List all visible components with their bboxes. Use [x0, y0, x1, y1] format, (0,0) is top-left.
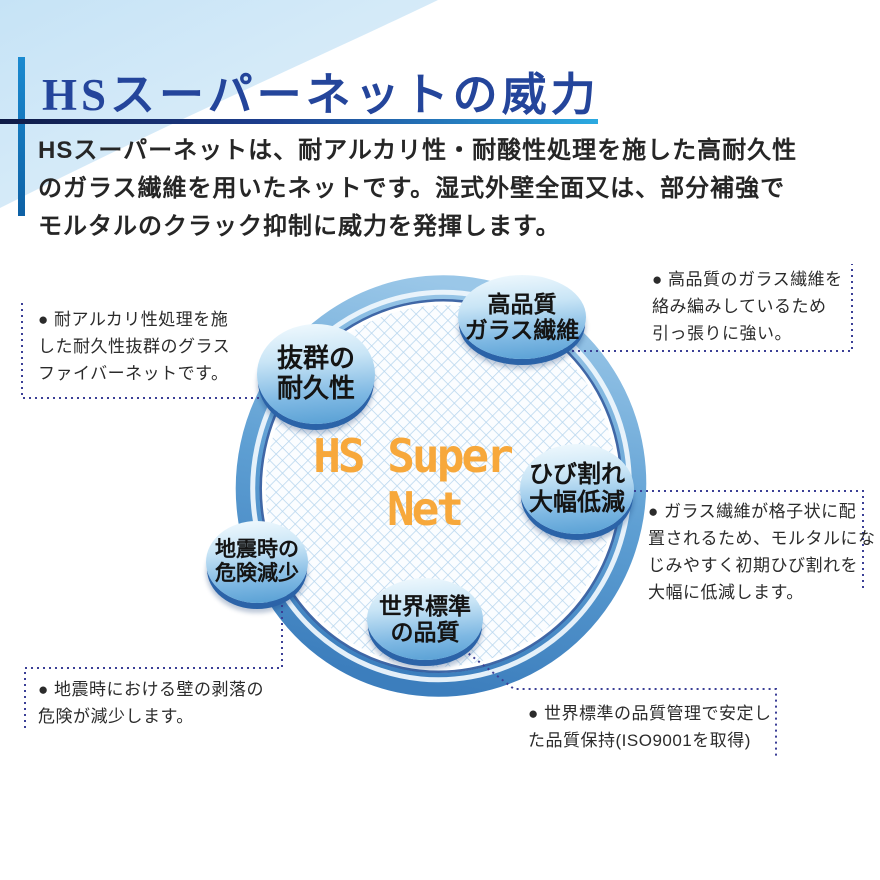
callout-line: ● 地震時における壁の剥落の — [38, 680, 264, 699]
bubble-label-line: 世界標準 — [379, 592, 471, 619]
bubble-label-line: 高品質 — [487, 290, 557, 317]
connector-mortar — [634, 490, 864, 591]
connector-tensile — [560, 264, 853, 352]
product-logo-line2: Net — [386, 482, 464, 536]
feature-bubble-quality-fiber: 高品質 ガラス繊維 — [458, 275, 586, 359]
callout-line: ● 高品質のガラス繊維を — [652, 270, 843, 289]
bubble-label-line: 地震時の — [215, 537, 299, 561]
bubble-label-line: ひび割れ — [529, 461, 625, 489]
callout-line: ファイバーネットです。 — [38, 364, 229, 383]
callout-line: 危険が減少します。 — [38, 707, 194, 726]
description-line: のガラス繊維を用いたネットです。湿式外壁全面又は、部分補強で — [38, 175, 786, 202]
callout-line: 絡み編みしているため — [652, 297, 827, 316]
callout-line: 大幅に低減します。 — [648, 583, 804, 602]
connector-alkali — [21, 303, 264, 399]
callout-line: ● ガラス繊維が格子状に配 — [648, 502, 857, 521]
callout-alkali-resistant: ● 耐アルカリ性処理を施 した耐久性抜群のグラス ファイバーネットです。 — [38, 306, 230, 387]
description-line: モルタルのクラック抑制に威力を発揮します。 — [38, 213, 561, 240]
callout-iso-quality: ● 世界標準の品質管理で安定し た品質保持(ISO9001を取得) — [528, 700, 772, 754]
callout-earthquake-risk: ● 地震時における壁の剥落の 危険が減少します。 — [38, 676, 264, 730]
feature-bubble-durability: 抜群の 耐久性 — [257, 324, 375, 424]
connector-iso — [463, 649, 777, 756]
bubble-label-line: 危険減少 — [215, 562, 299, 585]
bubble-label-line: 抜群の — [276, 343, 355, 374]
callout-mortar-crack: ● ガラス繊維が格子状に配 置されるため、モルタルにな じみやすく初期ひび割れを… — [648, 498, 876, 606]
callout-line: ● 世界標準の品質管理で安定し — [528, 704, 772, 723]
header-background-triangle — [0, 0, 438, 208]
callout-line: 引っ張りに強い。 — [652, 324, 792, 343]
bubble-label-line: 大幅低減 — [529, 489, 625, 516]
header-accent-bar — [18, 57, 25, 216]
callout-line: じみやすく初期ひび割れを — [648, 556, 858, 575]
callout-tensile-strength: ● 高品質のガラス繊維を 絡み編みしているため 引っ張りに強い。 — [652, 266, 843, 347]
page-title: HSスーパーネットの威力 — [42, 70, 600, 120]
product-logo-line1: HS Super — [313, 429, 514, 483]
callout-line: した耐久性抜群のグラス — [38, 337, 231, 356]
feature-bubble-world-standard: 世界標準 の品質 — [367, 578, 483, 660]
feature-bubble-crack-reduction: ひび割れ 大幅低減 — [520, 444, 634, 534]
bubble-label-line: の品質 — [390, 619, 460, 645]
description-line: HSスーパーネットは、耐アルカリ性・耐酸性処理を施した高耐久性 — [38, 137, 798, 164]
title-underline — [0, 119, 598, 124]
callout-line: ● 耐アルカリ性処理を施 — [38, 310, 229, 329]
callout-line: 置されるため、モルタルにな — [648, 529, 876, 548]
callout-line: た品質保持(ISO9001を取得) — [528, 731, 751, 750]
product-description: HSスーパーネットは、耐アルカリ性・耐酸性処理を施した高耐久性 のガラス繊維を用… — [38, 132, 797, 246]
bubble-label-line: 耐久性 — [276, 373, 355, 403]
feature-bubble-earthquake: 地震時の 危険減少 — [206, 521, 308, 603]
bubble-label-line: ガラス繊維 — [464, 317, 580, 343]
